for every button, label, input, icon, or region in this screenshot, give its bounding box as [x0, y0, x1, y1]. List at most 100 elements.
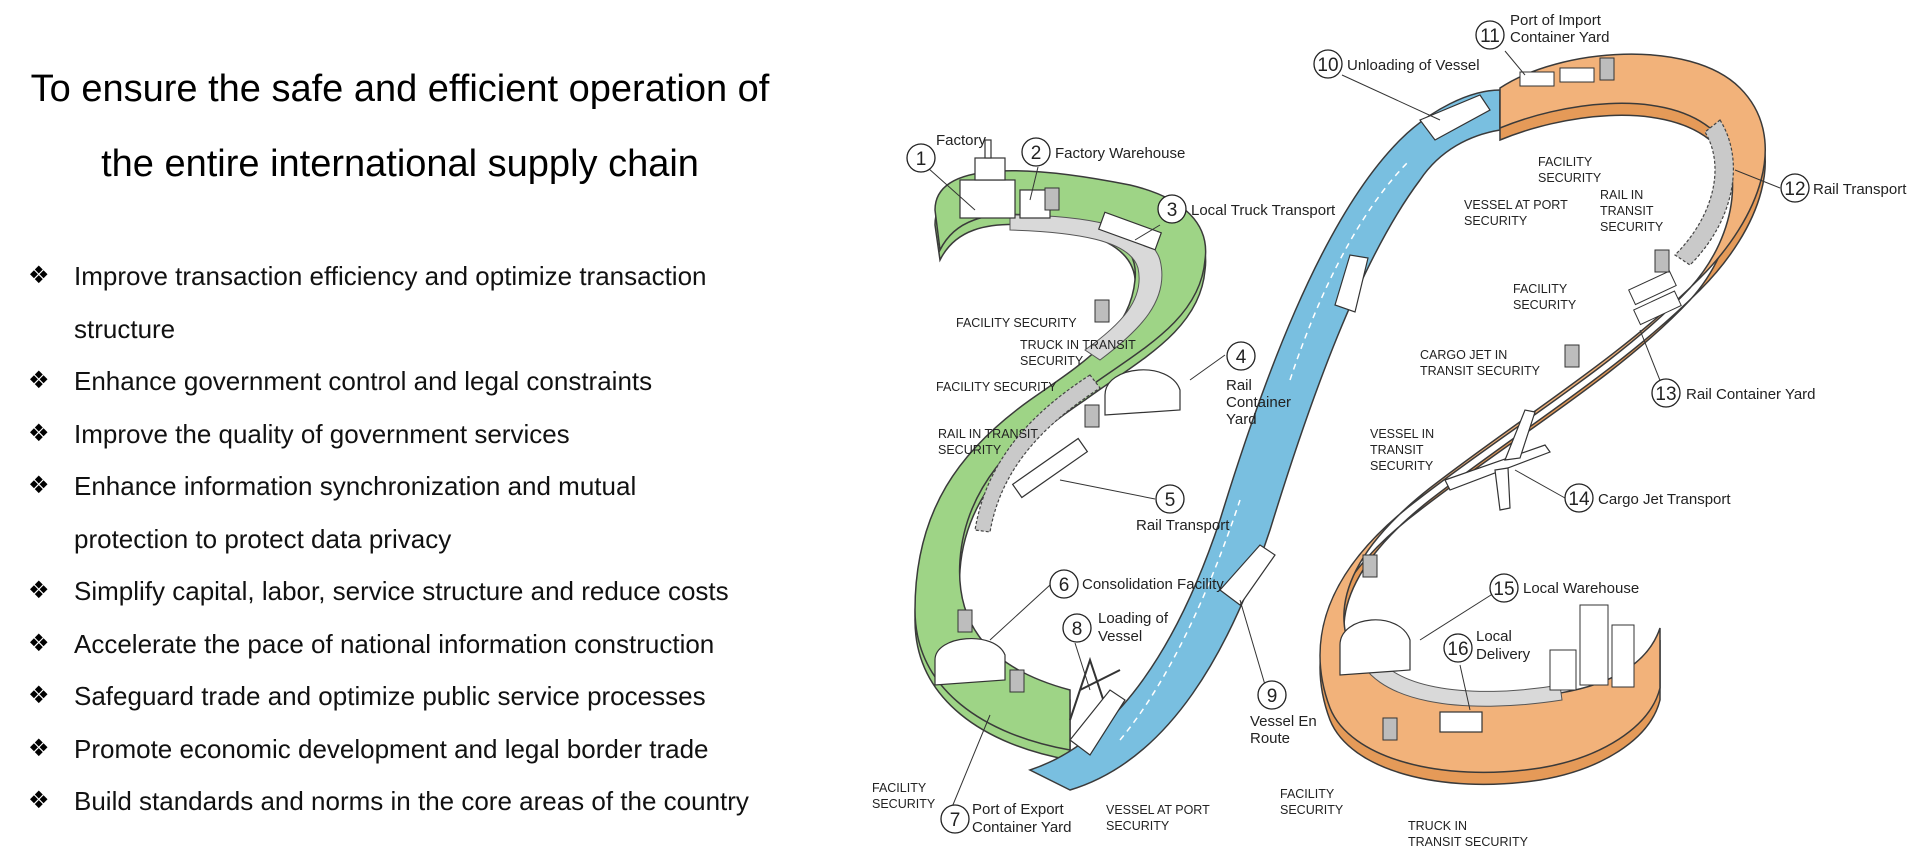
diamond-bullet-icon: ❖: [28, 787, 50, 814]
security-label: SECURITY: [872, 797, 936, 811]
step-label: Container Yard: [972, 819, 1072, 836]
city-buildings: [1549, 604, 1635, 691]
security-label: FACILITY: [1538, 155, 1593, 169]
security-label: TRUCK IN: [1408, 819, 1467, 833]
diamond-bullet-icon: ❖: [28, 577, 50, 604]
import-land-band: [1319, 53, 1766, 786]
step-12: 12 Rail Transport: [1780, 173, 1907, 203]
security-label: VESSEL AT PORT: [1106, 803, 1210, 817]
step-number: 6: [1059, 575, 1070, 596]
bullet-item: ❖Accelerate the pace of national informa…: [28, 618, 798, 671]
rail-track: [974, 374, 1101, 533]
step-6: 6 Consolidation Facility: [1049, 569, 1224, 599]
security-label: SECURITY: [1280, 803, 1344, 817]
step-number: 1: [916, 149, 927, 170]
consolidation-shed: [934, 637, 1006, 686]
supply-chain-diagram: 1 Factory 2 Factory Warehouse 3 Local Tr…: [850, 0, 1914, 868]
step-number: 11: [1480, 26, 1500, 47]
security-label: RAIL IN TRANSIT: [938, 427, 1038, 441]
bullet-item: ❖ Promote economic development and legal …: [28, 723, 798, 776]
step-number: 3: [1167, 200, 1178, 221]
step-label: Local Truck Transport: [1191, 202, 1336, 219]
step-number: 9: [1267, 686, 1278, 707]
security-label: VESSEL IN: [1370, 427, 1434, 441]
security-label: SECURITY: [1370, 459, 1434, 473]
step-2: 2 Factory Warehouse: [1021, 137, 1185, 167]
step-number: 12: [1784, 179, 1805, 200]
diamond-bullet-icon: ❖: [28, 734, 50, 762]
step-11: 11 Port of Import Container Yard: [1475, 12, 1610, 50]
step-8: 8 Loading of Vessel: [1062, 610, 1169, 645]
rail-yard-shed: [1104, 369, 1181, 416]
bullet-item: ❖Build standards and norms in the core a…: [28, 775, 798, 828]
fence-icon: [1599, 57, 1615, 81]
diamond-bullet-icon: ❖: [28, 262, 50, 289]
step-label: Rail Transport: [1813, 181, 1907, 198]
security-label: TRANSIT: [1600, 204, 1654, 218]
bullet-text: Simplify capital, labor, service structu…: [74, 576, 729, 606]
fence-icon: [1362, 554, 1378, 578]
security-label: RAIL IN: [1600, 188, 1643, 202]
security-label: TRANSIT: [1370, 443, 1424, 457]
bullet-item: ❖ Improve transaction efficiency and opti…: [28, 250, 798, 355]
step-label: Cargo Jet Transport: [1598, 491, 1731, 508]
security-label: FACILITY: [1280, 787, 1335, 801]
step-number: 16: [1447, 639, 1468, 660]
bullet-item: ❖ Simplify capital, labor, service struct…: [28, 565, 798, 618]
step-number: 7: [950, 810, 961, 831]
security-label: TRANSIT SECURITY: [1408, 835, 1529, 849]
bullet-item: ❖Enhance government control and legal co…: [28, 355, 798, 408]
diamond-bullet-icon: ❖: [28, 682, 50, 709]
supply-chain-illustration: 1 Factory 2 Factory Warehouse 3 Local Tr…: [872, 12, 1907, 849]
step-number: 15: [1493, 579, 1514, 600]
bullet-text-continued: structure: [74, 313, 176, 344]
step-4: 4 Rail Container Yard: [1226, 341, 1291, 428]
local-warehouse-shed: [1339, 619, 1411, 676]
step-label: Consolidation Facility: [1082, 576, 1224, 593]
fence-icon: [1654, 249, 1670, 273]
bullet-text: Accelerate the pace of national informat…: [74, 628, 715, 659]
step-label: Vessel: [1098, 628, 1142, 645]
leader-lines: [927, 50, 1781, 813]
bullet-item: ❖ Safeguard trade and optimize public ser…: [28, 670, 798, 723]
bullet-text: Promote economic development and legal b…: [74, 733, 709, 764]
step-14: 14 Cargo Jet Transport: [1564, 483, 1731, 513]
export-land-band: [914, 169, 1207, 761]
cargo-jet-illustration: [1444, 409, 1551, 511]
step-label: Vessel En: [1250, 713, 1317, 730]
bullet-text: Improve transaction efficiency and optim…: [74, 261, 707, 291]
step-label: Port of Export: [972, 801, 1065, 818]
fence-icon: [1084, 404, 1100, 428]
fence-icon: [1044, 187, 1060, 211]
factory-building: [959, 139, 1051, 219]
security-label: FACILITY: [872, 781, 927, 795]
fence-icon: [1009, 669, 1025, 693]
bullet-text: Safeguard trade and optimize public serv…: [74, 681, 706, 711]
ship-import: [1419, 94, 1491, 141]
step-label: Local: [1476, 628, 1512, 645]
step-label: Delivery: [1476, 646, 1531, 663]
river-wake-line: [1119, 499, 1241, 741]
fence-icon: [957, 609, 973, 633]
rail-track-import: [1674, 119, 1734, 266]
step-label: Yard: [1226, 411, 1257, 428]
step-label: Rail Transport: [1136, 517, 1230, 534]
delivery-road: [1354, 639, 1563, 707]
bullet-text-continued: protection to protect data privacy: [74, 523, 452, 554]
step-label: Factory Warehouse: [1055, 145, 1185, 162]
fence-icon: [1382, 717, 1398, 741]
river-wake-line: [1289, 159, 1411, 381]
security-label: SECURITY: [1464, 214, 1528, 228]
title-line-1: To ensure the safe and efficient operati…: [30, 68, 770, 110]
step-number: 10: [1317, 55, 1338, 76]
step-9: 9 Vessel En Route: [1250, 680, 1317, 747]
step-number: 4: [1236, 347, 1247, 368]
security-label: SECURITY: [938, 443, 1002, 457]
diamond-bullet-icon: ❖: [28, 472, 50, 499]
step-label: Route: [1250, 730, 1290, 747]
step-10: 10 Unloading of Vessel: [1313, 49, 1480, 79]
bullet-text: Enhance information synchronization and …: [74, 471, 637, 501]
step-label: Rail: [1226, 377, 1252, 394]
bullet-item: ❖ Enhance information synchronization and…: [28, 460, 798, 565]
bullet-text: Enhance government control and legal con…: [74, 366, 653, 396]
